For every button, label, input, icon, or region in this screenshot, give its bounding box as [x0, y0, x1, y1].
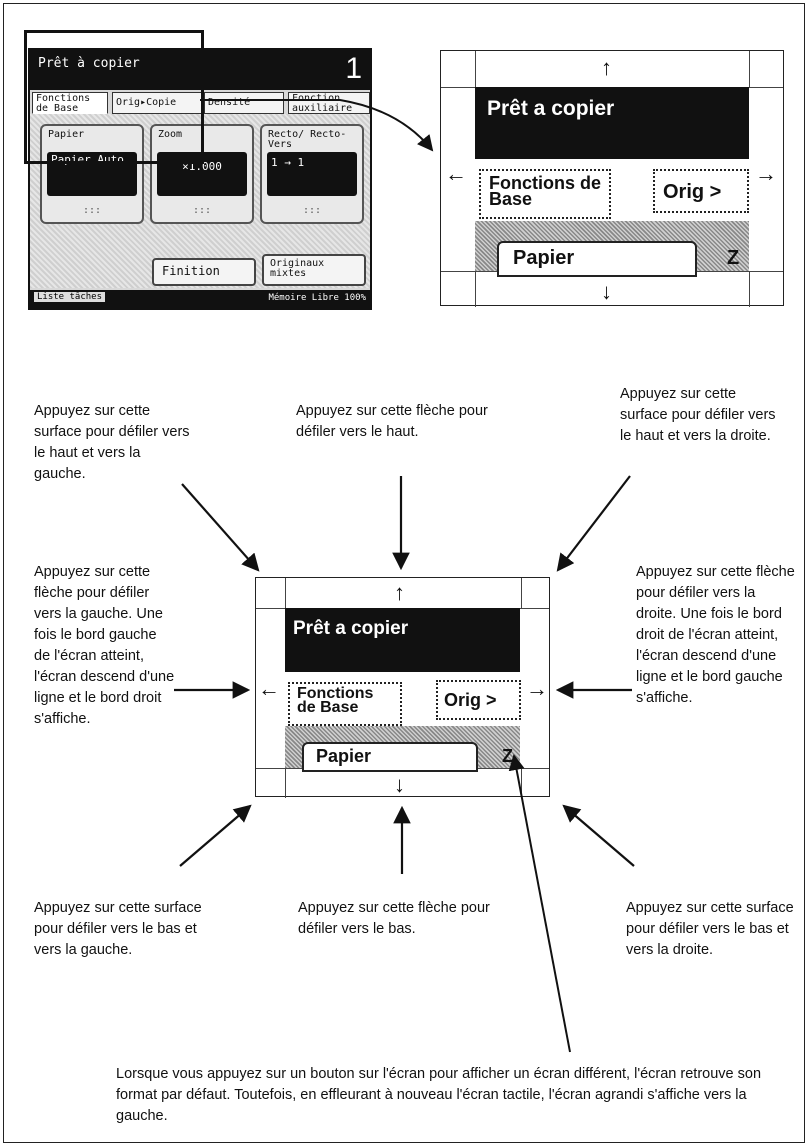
label-bottom-right: Appuyez sur cette surface pour défiler v… — [626, 898, 796, 961]
arrow-bottom-left — [180, 806, 250, 866]
label-top: Appuyez sur cette flèche pour défiler ve… — [296, 401, 520, 443]
label-bottom: Appuyez sur cette flèche pour défiler ve… — [298, 898, 522, 940]
label-top-right: Appuyez sur cette surface pour défiler v… — [620, 384, 780, 447]
footer-note: Lorsque vous appuyez sur un bouton sur l… — [116, 1064, 792, 1127]
arrow-footer-note — [514, 756, 570, 1052]
label-left: Appuyez sur cette flèche pour défiler ve… — [34, 562, 176, 730]
label-bottom-left: Appuyez sur cette surface pour défiler v… — [34, 898, 202, 961]
arrow-bottom-right — [564, 806, 634, 866]
arrow-top-right — [558, 476, 630, 570]
arrow-top-left — [182, 484, 258, 570]
zoom-connector-arrow — [200, 100, 432, 150]
label-right: Appuyez sur cette flèche pour défiler ve… — [636, 562, 796, 709]
label-top-left: Appuyez sur cette surface pour défiler v… — [34, 401, 194, 485]
